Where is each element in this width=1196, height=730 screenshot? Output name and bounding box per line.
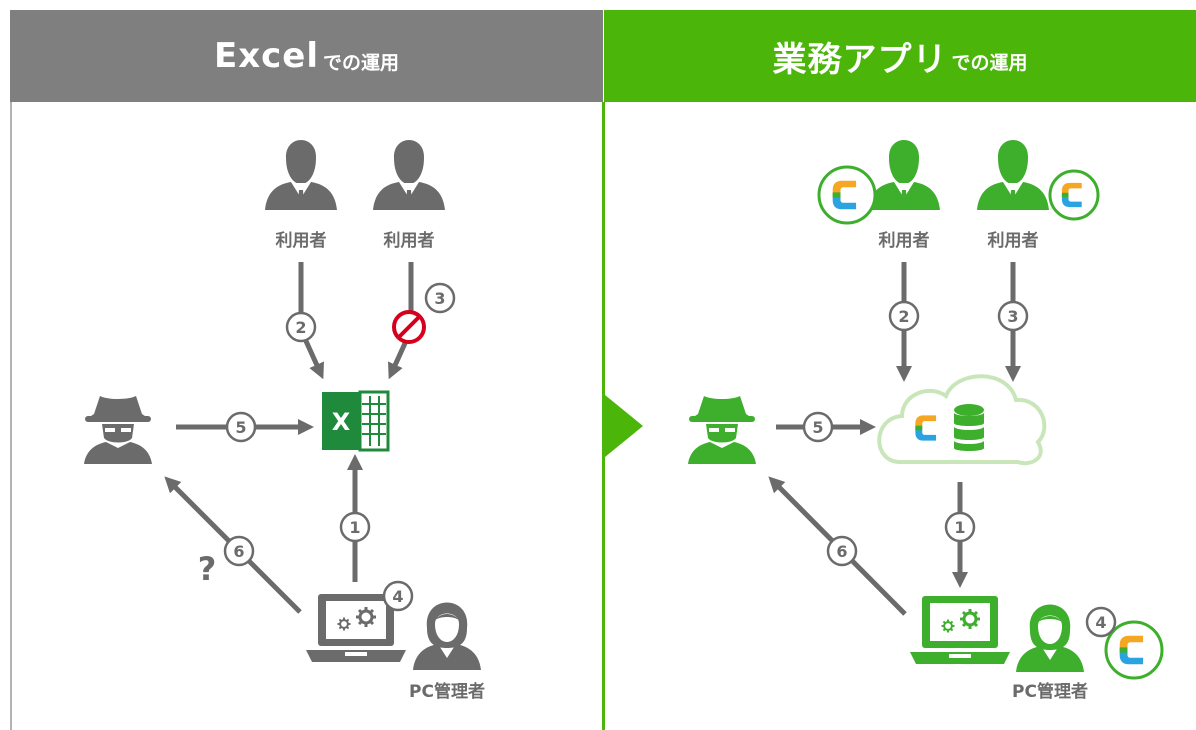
app-user-1 <box>868 140 940 210</box>
app-admin-badge <box>1104 620 1164 680</box>
app-panel-header: 業務アプリ での運用 <box>604 10 1196 102</box>
svg-text:3: 3 <box>434 289 445 308</box>
app-user-2-badge <box>1048 169 1100 221</box>
app-step-5: 5 <box>802 411 834 443</box>
blocked-icon <box>392 310 426 344</box>
cloud-server-icon <box>877 374 1047 466</box>
transition-arrow-icon <box>605 395 643 457</box>
excel-panel-header: Excel での運用 <box>10 10 603 102</box>
excel-step-6: 6 <box>223 535 255 567</box>
unknown-mark: ? <box>198 550 217 588</box>
app-admin-label: PC管理者 <box>1012 681 1088 702</box>
svg-text:5: 5 <box>812 418 823 437</box>
svg-text:6: 6 <box>836 542 847 561</box>
svg-text:4: 4 <box>1095 613 1106 632</box>
app-step-2: 2 <box>888 300 920 332</box>
excel-admin-icon <box>413 602 481 670</box>
app-admin-laptop-icon <box>910 596 1010 664</box>
excel-step-2: 2 <box>285 311 317 343</box>
svg-text:1: 1 <box>349 518 360 537</box>
excel-letter: X <box>332 408 351 436</box>
app-user-2 <box>977 140 1049 210</box>
app-user-2-label: 利用者 <box>988 230 1039 251</box>
app-attacker-icon <box>688 396 756 464</box>
svg-text:1: 1 <box>954 518 965 537</box>
excel-user-2 <box>373 140 445 210</box>
svg-text:4: 4 <box>392 587 403 606</box>
excel-header-subtitle: での運用 <box>323 51 400 74</box>
panel-divider <box>602 102 605 730</box>
excel-header-title: Excel <box>213 36 319 76</box>
excel-panel-frame <box>10 102 603 730</box>
app-admin-icon <box>1016 604 1084 672</box>
excel-step-1: 1 <box>339 511 371 543</box>
app-header-subtitle: での運用 <box>951 51 1028 74</box>
svg-text:2: 2 <box>898 307 909 326</box>
excel-step-3: 3 <box>424 282 456 314</box>
app-user-1-label: 利用者 <box>879 230 930 251</box>
app-step-1: 1 <box>944 511 976 543</box>
excel-admin-label: PC管理者 <box>409 681 485 702</box>
app-user-1-badge <box>817 165 877 225</box>
svg-text:2: 2 <box>295 318 306 337</box>
app-step-6: 6 <box>826 535 858 567</box>
app-header-title: 業務アプリ <box>772 39 948 80</box>
svg-text:3: 3 <box>1007 307 1018 326</box>
app-step-3: 3 <box>997 300 1029 332</box>
excel-step-4: 4 <box>382 580 414 612</box>
svg-text:5: 5 <box>235 418 246 437</box>
excel-user-1 <box>265 140 337 210</box>
svg-text:6: 6 <box>233 542 244 561</box>
excel-admin-laptop-icon <box>306 594 406 662</box>
excel-step-5: 5 <box>225 411 257 443</box>
excel-file-icon: X <box>322 390 390 452</box>
excel-attacker-icon <box>84 396 152 464</box>
excel-user-2-label: 利用者 <box>384 230 435 251</box>
app-step-4: 4 <box>1085 606 1117 638</box>
excel-user-1-label: 利用者 <box>276 230 327 251</box>
